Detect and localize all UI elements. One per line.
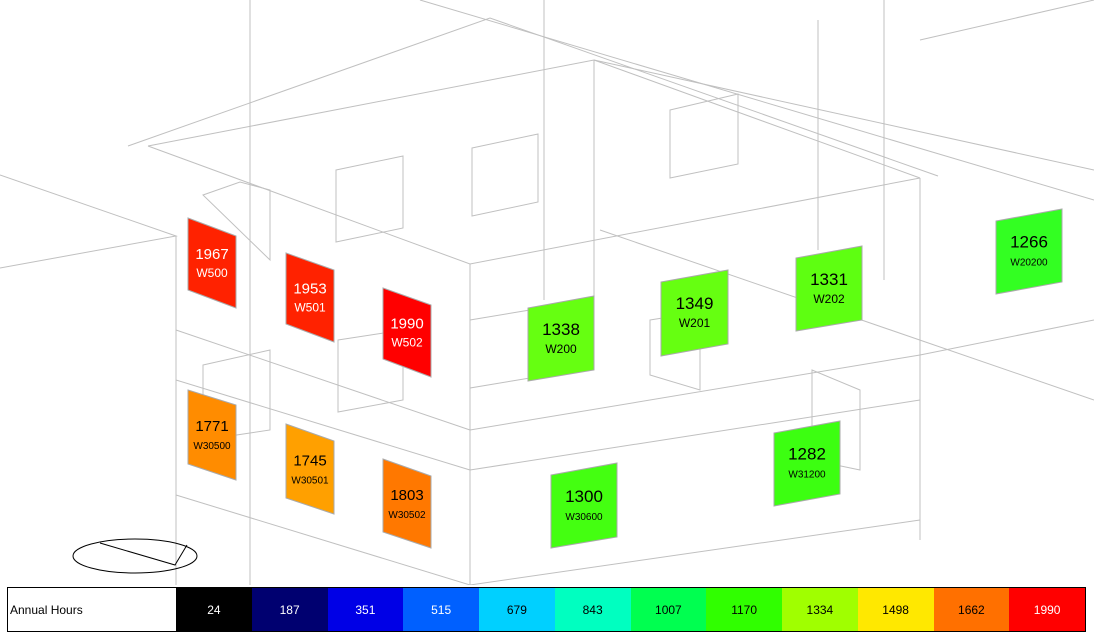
legend-stop: 1007 xyxy=(630,588,707,631)
panel-surface xyxy=(382,287,432,378)
panel-label: W30500 xyxy=(193,441,231,452)
legend-stop: 1990 xyxy=(1009,588,1085,631)
building-wireframe xyxy=(0,0,1094,585)
panel-value: 1771 xyxy=(195,418,228,435)
panel-surface xyxy=(995,208,1063,295)
panel-label: W500 xyxy=(196,266,228,280)
panel-value: 1349 xyxy=(676,294,714,313)
legend-stop: 1662 xyxy=(933,588,1010,631)
panel-label: W201 xyxy=(679,316,711,330)
panel-value: 1282 xyxy=(788,445,826,464)
legend-stop: 515 xyxy=(403,588,479,631)
panel-value: 1300 xyxy=(565,487,603,506)
panel-label: W202 xyxy=(813,292,845,306)
panel-value: 1803 xyxy=(390,487,423,504)
panel-label: W30501 xyxy=(291,475,329,486)
legend-stop: 679 xyxy=(479,588,555,631)
panel-label: W200 xyxy=(545,342,577,356)
legend-stop: 351 xyxy=(327,588,404,631)
panel-value: 1953 xyxy=(293,280,326,297)
panel-surface xyxy=(187,389,237,481)
legend-stop: 187 xyxy=(251,588,328,631)
legend-stop: 1334 xyxy=(782,588,858,631)
legend-stop: 843 xyxy=(554,588,631,631)
panel-surface xyxy=(285,423,335,515)
panel-surface xyxy=(285,252,335,343)
legend-stop: 1498 xyxy=(857,588,934,631)
compass xyxy=(72,538,198,574)
panel-label: W31200 xyxy=(788,470,826,481)
legend-title: Annual Hours xyxy=(8,588,176,631)
panel-label: W502 xyxy=(391,335,423,349)
panel-surface xyxy=(795,245,863,332)
panel-value: 1331 xyxy=(810,270,848,289)
panel-label: W501 xyxy=(294,300,326,314)
legend-stop: 24 xyxy=(176,588,252,631)
panel-surface xyxy=(773,420,841,507)
panel-label: W30502 xyxy=(388,510,426,521)
panel-surface xyxy=(527,295,595,382)
panel-value: 1967 xyxy=(195,246,228,263)
panel-surface xyxy=(550,462,618,549)
panel-label: W20200 xyxy=(1010,258,1048,269)
panel-value: 1745 xyxy=(293,452,326,469)
panel-surface xyxy=(187,217,237,309)
legend-stop: 1170 xyxy=(706,588,782,631)
panel-value: 1990 xyxy=(390,315,423,332)
panel-value: 1338 xyxy=(542,320,580,339)
panel-surface xyxy=(382,458,432,549)
building-wireframe-view: 1967W5001953W5011990W5021771W305001745W3… xyxy=(0,0,1094,585)
panel-surface xyxy=(660,269,729,357)
panel-label: W30600 xyxy=(565,512,603,523)
panel-value: 1266 xyxy=(1010,233,1048,252)
